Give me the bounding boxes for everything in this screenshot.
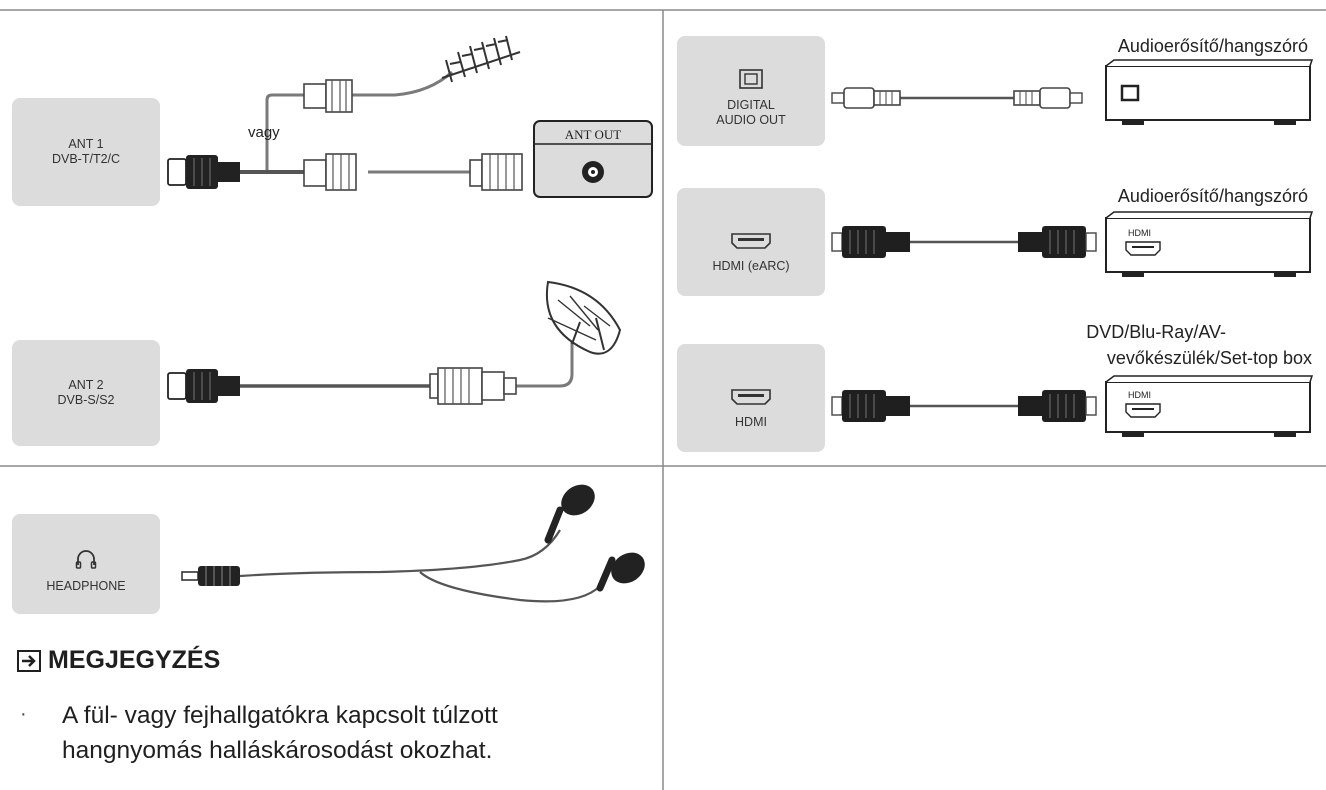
device-label-player-line2: vevőkészülék/Set-top box xyxy=(1106,348,1312,368)
note-title: MEGJEGYZÉS xyxy=(48,646,221,674)
hdmi-socket-icon xyxy=(1125,241,1161,256)
frame-lines xyxy=(0,9,1326,790)
headphone-label: HEADPHONE xyxy=(46,579,126,593)
f-connector-icon xyxy=(469,153,523,191)
hdmi-earc-label: HDMI (eARC) xyxy=(712,259,790,273)
player-device-icon: HDMI xyxy=(1105,375,1314,437)
device-label-amplifier-1: Audioerősítő/hangszóró xyxy=(1117,36,1308,56)
ant2-port: ANT 2 DVB-S/S2 xyxy=(12,340,160,446)
digital-label: DIGITAL xyxy=(727,98,775,112)
f-connector-icon xyxy=(429,367,517,405)
ant-out-label: ANT OUT xyxy=(565,127,622,142)
hdmi-socket-icon xyxy=(1125,403,1161,418)
headphone-icon xyxy=(75,550,97,569)
earphone-cable xyxy=(239,529,601,603)
ant-out-box: ANT OUT xyxy=(533,120,653,198)
vagy-label: vagy xyxy=(248,124,280,141)
hdmi-plug-icon xyxy=(1018,226,1097,258)
device-hdmi-label: HDMI xyxy=(1128,228,1151,238)
ant2-cable xyxy=(240,340,574,388)
earbud-icon xyxy=(544,484,595,544)
audio-out-label: AUDIO OUT xyxy=(716,113,786,127)
note-line-2: hangnyomás halláskárosodást okozhat. xyxy=(62,737,493,764)
earbud-icon xyxy=(596,552,645,592)
coax-plug-icon xyxy=(167,155,240,189)
headphone-port: HEADPHONE xyxy=(12,514,160,614)
hdmi-plug-icon xyxy=(831,226,910,258)
hdmi-plug-icon xyxy=(1018,390,1097,422)
optical-port-icon xyxy=(739,69,763,89)
hdmi-label: HDMI xyxy=(735,415,767,429)
f-connector-icon xyxy=(303,153,357,191)
note-bullet: · xyxy=(20,703,27,725)
hdmi-plug-icon xyxy=(831,390,910,422)
amplifier-device-icon: HDMI xyxy=(1105,211,1314,277)
ant1-standard: DVB-T/T2/C xyxy=(51,152,121,166)
optical-plug-icon xyxy=(1013,87,1083,109)
ant1-port: ANT 1 DVB-T/T2/C xyxy=(12,98,160,206)
hdmi-port: HDMI xyxy=(677,344,825,452)
device-hdmi-label: HDMI xyxy=(1128,390,1151,400)
note-arrow-icon xyxy=(17,649,41,672)
aerial-antenna-icon xyxy=(441,35,521,83)
f-connector-icon xyxy=(303,79,353,113)
headphone-jack-icon xyxy=(181,566,240,586)
coax-socket-icon xyxy=(582,161,604,183)
satellite-dish-icon xyxy=(545,280,622,355)
ant2-label: ANT 2 xyxy=(68,378,104,392)
hdmi-port-icon xyxy=(731,233,771,249)
hdmi-earc-port: HDMI (eARC) xyxy=(677,188,825,296)
note-line-1: A fül- vagy fejhallgatókra kapcsolt túlz… xyxy=(62,702,498,729)
hdmi-port-icon xyxy=(731,389,771,405)
note-text: A fül- vagy fejhallgatókra kapcsolt túlz… xyxy=(62,698,652,768)
amplifier-device-icon xyxy=(1105,59,1314,125)
coax-plug-icon xyxy=(167,369,240,403)
digital-audio-port: DIGITAL AUDIO OUT xyxy=(677,36,825,146)
ant2-standard: DVB-S/S2 xyxy=(57,393,115,407)
ant1-label: ANT 1 xyxy=(68,137,104,151)
note-heading: MEGJEGYZÉS xyxy=(16,646,220,675)
optical-plug-icon xyxy=(831,87,901,109)
device-label-amplifier-2: Audioerősítő/hangszóró xyxy=(1117,186,1308,206)
device-label-player-line1: DVD/Blu-Ray/AV- xyxy=(1086,322,1226,342)
